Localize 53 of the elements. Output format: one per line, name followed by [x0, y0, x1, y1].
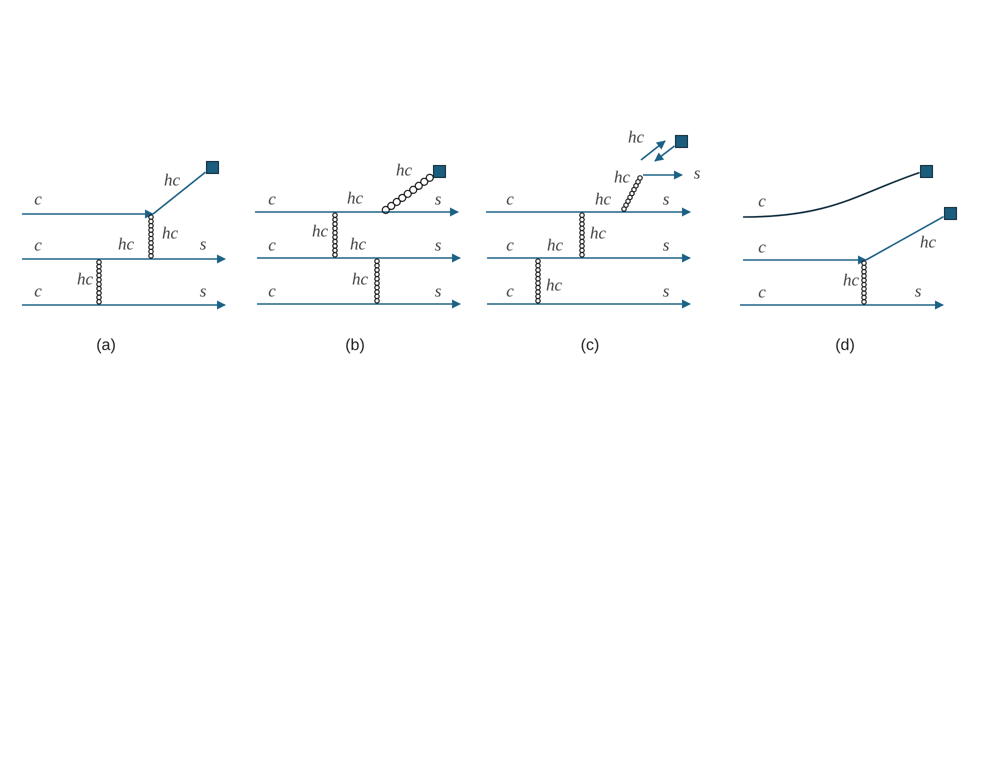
particle-label: c: [758, 192, 766, 210]
particle-label: c: [268, 190, 276, 208]
particle-label: c: [506, 236, 514, 254]
particle-label: s: [662, 236, 670, 254]
particle-label: s: [434, 190, 442, 208]
particle-label: hc: [628, 128, 644, 146]
particle-label: c: [268, 282, 276, 300]
particle-label: hc: [76, 270, 94, 288]
particle-label: hc: [594, 190, 612, 208]
particle-line: [654, 145, 675, 162]
particle-label: hc: [546, 236, 564, 254]
particle-label: hc: [590, 224, 606, 242]
panel-label: (b): [345, 338, 365, 354]
particle-label: c: [268, 236, 276, 254]
particle-label: hc: [920, 234, 936, 250]
vertex-square: [944, 206, 956, 220]
particle-label: hc: [842, 272, 860, 288]
particle-label: hc: [118, 236, 134, 252]
panel-label: (c): [580, 338, 600, 354]
particle-label: s: [200, 282, 206, 300]
particle-label: hc: [350, 236, 366, 252]
particle-label: s: [694, 164, 700, 182]
particle-label: c: [758, 284, 766, 300]
particle-label: hc: [352, 270, 368, 288]
vertex-square: [432, 164, 446, 178]
particle-label: c: [34, 236, 42, 254]
vertex-square: [206, 160, 218, 174]
particle-label: s: [662, 190, 670, 208]
particle-label: hc: [614, 168, 630, 186]
particle-label: c: [506, 190, 514, 208]
particle-line: [152, 172, 206, 215]
particle-label: c: [34, 282, 42, 300]
particle-label: hc: [396, 162, 412, 178]
panel-label: (a): [96, 338, 116, 354]
particle-label: c: [758, 238, 766, 256]
particle-label: s: [662, 282, 670, 300]
particle-label: c: [34, 190, 42, 208]
particle-line: [866, 216, 944, 261]
particle-label: s: [434, 282, 442, 300]
particle-label: s: [200, 236, 206, 252]
particle-label: hc: [164, 172, 180, 188]
gluon-line: [382, 174, 434, 214]
particle-label: hc: [162, 224, 178, 242]
particle-label: hc: [546, 276, 562, 294]
vertex-square: [674, 134, 688, 148]
particle-label: hc: [312, 222, 328, 240]
particle-label: s: [434, 236, 442, 254]
particle-label: hc: [346, 190, 364, 206]
panel-label: (d): [835, 338, 855, 354]
particle-label: c: [506, 282, 514, 300]
vertex-square: [920, 164, 932, 178]
curved-line: [742, 172, 920, 218]
particle-label: s: [914, 282, 922, 300]
